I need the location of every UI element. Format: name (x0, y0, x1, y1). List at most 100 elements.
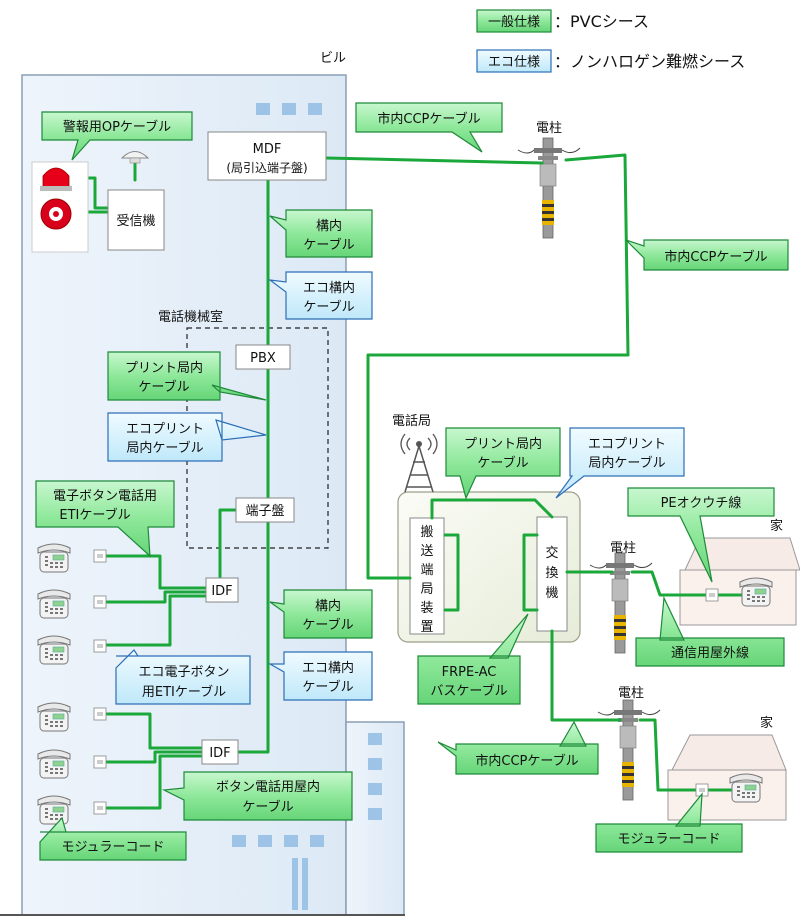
label-outdoor-comm-cable: 通信用屋外線 (635, 595, 785, 667)
svg-text:構内: 構内 (316, 218, 342, 234)
label-premises-cable-2: 構内 ケーブル (269, 589, 373, 639)
telephone-icon (37, 795, 71, 825)
label-city-ccp-top: 市内CCPケーブル (355, 102, 503, 153)
carrier-char-5: 装 (420, 601, 433, 616)
mdf-sublabel: (局引込端子盤) (226, 161, 307, 175)
utility-pole-icon (517, 137, 581, 239)
telephone-icon (37, 635, 71, 665)
svg-text:プリント局内: プリント局内 (464, 436, 542, 452)
svg-text:ETIケーブル: ETIケーブル (59, 507, 130, 523)
label-eco-premises-cable-2: エコ構内 ケーブル (267, 651, 373, 701)
house-lower-label: 家 (760, 715, 773, 731)
label-city-ccp-right: 市内CCPケーブル (625, 239, 789, 271)
pole-mid-label: 電柱 (610, 541, 636, 556)
label-print-office-cable: プリント局内 ケーブル (107, 351, 267, 401)
svg-text:モジュラーコード: モジュラーコード (61, 840, 164, 855)
svg-text:局内ケーブル: 局内ケーブル (588, 455, 665, 471)
label-button-indoor-cable: ボタン電話用屋内 ケーブル (161, 771, 353, 821)
svg-text:ケーブル: ケーブル (302, 679, 353, 695)
legend-pvc-swatch (476, 9, 552, 33)
building-name: ビル (320, 51, 346, 66)
pbx-label: PBX (250, 351, 276, 366)
legend-eco-swatch (476, 49, 552, 73)
modular-jack-icon (93, 639, 107, 653)
carrier-char-6: 置 (420, 620, 433, 635)
idf-upper-label: IDF (211, 584, 232, 599)
modular-jack-icon (93, 755, 107, 769)
svg-text:市内CCPケーブル: 市内CCPケーブル (475, 753, 578, 769)
legend: 一般仕様 ：PVCシース エコ仕様 ：ノンハロゲン難燃シース (476, 9, 745, 73)
telephone-station: 電話局 搬 送 端 局 装 置 交 換 機 (392, 413, 581, 643)
mdf-box (207, 131, 327, 181)
pole-mid: 電柱 (589, 541, 653, 654)
svg-text:プリント局内: プリント局内 (125, 360, 203, 376)
label-eco-print-cable: エコプリント 局内ケーブル (107, 412, 267, 462)
svg-text:ケーブル: ケーブル (303, 237, 354, 253)
idf-lower-label: IDF (209, 746, 230, 761)
svg-text:ケーブル: ケーブル (303, 299, 354, 315)
terminal-label: 端子盤 (245, 504, 284, 519)
label-station-eco-print-cable: エコプリント 局内ケーブル (555, 427, 685, 499)
svg-text:エコプリント: エコプリント (588, 437, 666, 452)
svg-text:エコ構内: エコ構内 (303, 280, 355, 296)
svg-text:市内CCPケーブル: 市内CCPケーブル (664, 249, 767, 265)
fire-alarm-button-icon (40, 198, 72, 230)
svg-text:市内CCPケーブル: 市内CCPケーブル (377, 111, 480, 127)
svg-text:PEオクウチ線: PEオクウチ線 (661, 495, 742, 511)
legend-pvc-tag: 一般仕様 (488, 14, 540, 30)
pole-top: 電柱 (517, 121, 581, 239)
label-pe-ouchi-cable: PEオクウチ線 (627, 487, 775, 583)
carrier-char-2: 送 (420, 544, 433, 559)
modular-jack-icon (93, 549, 107, 563)
label-eco-eti-cable: エコ電子ボタン 用ETIケーブル (115, 649, 251, 705)
svg-text:用ETIケーブル: 用ETIケーブル (142, 684, 226, 700)
label-alarm-op-cable: 警報用OPケーブル (41, 111, 193, 161)
label-modular-cord-right: モジュラーコード (595, 792, 743, 853)
house-upper-label: 家 (770, 518, 783, 534)
utility-pole-icon (597, 699, 661, 801)
svg-text:バスケーブル: バスケーブル (430, 683, 507, 699)
svg-text:通信用屋外線: 通信用屋外線 (671, 645, 749, 661)
svg-text:エコプリント: エコプリント (126, 422, 204, 437)
label-station-print-cable: プリント局内 ケーブル (445, 427, 561, 500)
pole-bottom: 電柱 (597, 686, 661, 801)
svg-text:ケーブル: ケーブル (242, 799, 293, 815)
telephone-icon (37, 702, 71, 732)
svg-text:構内: 構内 (315, 598, 341, 614)
carrier-char-4: 局 (420, 582, 433, 597)
receiver-box (107, 189, 165, 251)
label-city-ccp-bottom: 市内CCPケーブル (437, 720, 599, 775)
svg-text:ケーブル: ケーブル (302, 617, 353, 633)
svg-text:FRPE-AC: FRPE-AC (442, 665, 497, 680)
pole-bottom-label: 電柱 (618, 686, 644, 701)
mdf-label: MDF (253, 142, 282, 157)
exchange-char-2: 換 (545, 566, 558, 581)
svg-text:エコ電子ボタン: エコ電子ボタン (138, 665, 229, 680)
legend-pvc-text: ：PVCシース (554, 12, 649, 31)
telephone-icon (37, 749, 71, 779)
label-frpe-ac-bus-cable: FRPE-AC バスケーブル (417, 613, 529, 705)
exchange-char-3: 機 (545, 586, 558, 601)
modular-jack-icon (705, 588, 719, 602)
label-eco-premises-cable-1: エコ構内 ケーブル (267, 271, 373, 320)
radio-tower-icon (400, 433, 438, 493)
smoke-detector-icon (120, 151, 150, 164)
house-lower: 家 (667, 715, 787, 821)
telephone-icon (37, 589, 71, 619)
svg-text:電子ボタン電話用: 電子ボタン電話用 (53, 488, 157, 504)
terminal-box (235, 497, 295, 523)
telephone-icon (729, 773, 763, 803)
carrier-terminal-equipment (409, 517, 445, 635)
pbx-box (235, 344, 291, 370)
exchange-char-1: 交 (545, 545, 558, 561)
svg-text:モジュラーコード: モジュラーコード (617, 832, 720, 847)
carrier-char-1: 搬 (420, 525, 433, 540)
modular-jack-icon (93, 707, 107, 721)
svg-text:ケーブル: ケーブル (477, 455, 528, 471)
label-eti-cable: 電子ボタン電話用 ETIケーブル (35, 480, 175, 558)
label-premises-cable-1: 構内 ケーブル (269, 209, 373, 258)
receiver-label: 受信機 (116, 214, 155, 229)
svg-text:エコ構内: エコ構内 (302, 660, 354, 676)
legend-eco-tag: エコ仕様 (488, 55, 540, 70)
legend-eco-text: ：ノンハロゲン難燃シース (554, 52, 745, 71)
